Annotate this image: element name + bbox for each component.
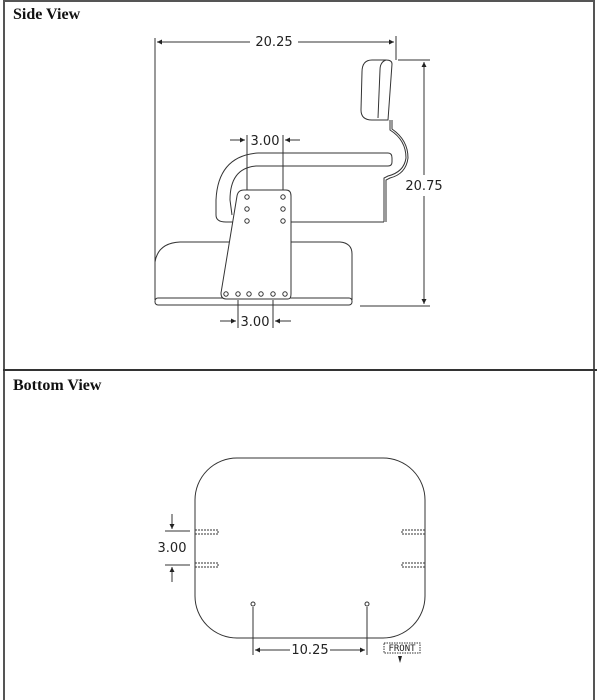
front-label: FRONT <box>388 644 416 654</box>
drawing-frame <box>3 0 595 700</box>
overall-width-label: 20.25 <box>255 35 292 50</box>
hole-spacing-label: 10.25 <box>291 643 328 658</box>
slot-spacing-label: 3.00 <box>158 541 187 556</box>
front-arrow-icon <box>398 656 402 663</box>
technical-drawing: 20.25 20.75 3.00 3.00 3.00 10.25 FRONT <box>154 35 443 663</box>
panel-divider <box>3 369 597 371</box>
bottom-view-title: Bottom View <box>13 377 102 394</box>
overall-height-label: 20.75 <box>405 179 442 194</box>
bottom-view-drawing <box>165 457 426 655</box>
bottom-bolt-spacing-label: 3.00 <box>241 315 270 330</box>
mounting-slots <box>194 529 426 568</box>
side-view-title: Side View <box>13 6 81 23</box>
top-bolt-spacing-label: 3.00 <box>251 134 280 149</box>
side-view-drawing <box>154 36 430 328</box>
plate-holes <box>223 194 288 297</box>
